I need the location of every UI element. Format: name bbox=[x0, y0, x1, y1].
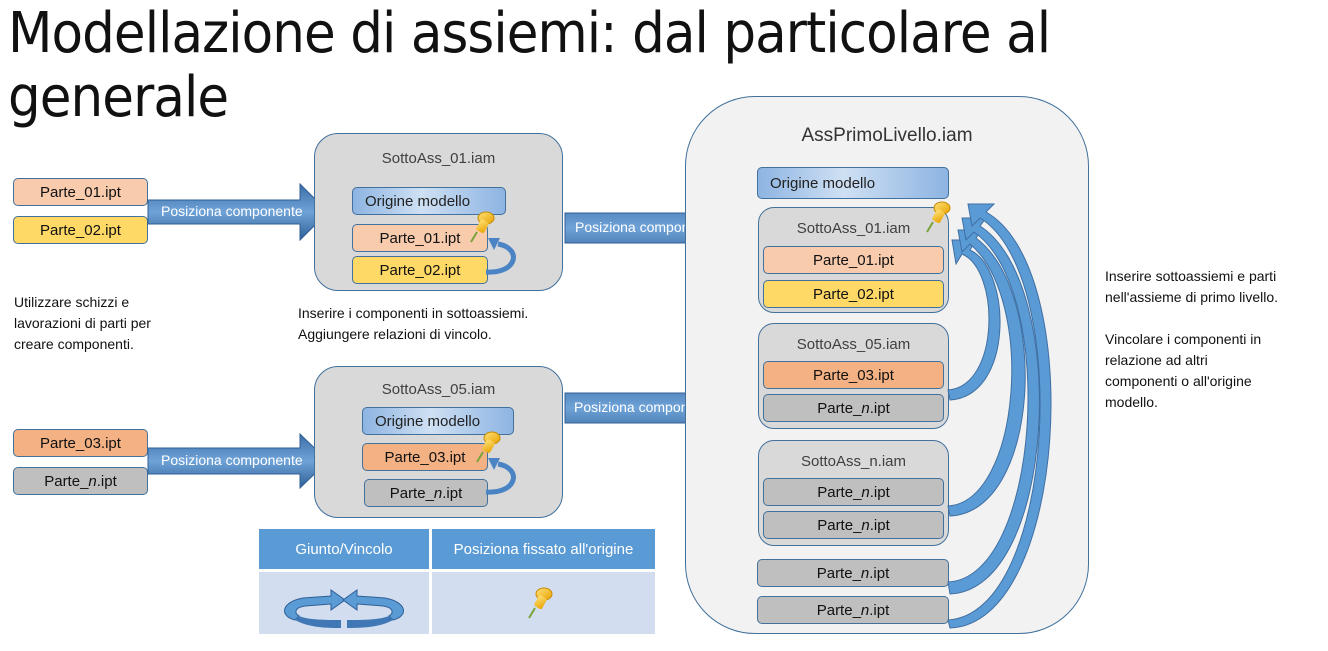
part-index: n bbox=[861, 399, 870, 417]
part-prefix: Parte_ bbox=[816, 564, 861, 582]
part-label: Parte_03.ipt bbox=[813, 366, 894, 384]
caption-line: modello. bbox=[1105, 394, 1158, 410]
part-suffix: .ipt bbox=[869, 601, 890, 619]
page-title: Modellazione di assiemi: dal particolare… bbox=[8, 1, 1051, 130]
arrow-label: Posiziona componente bbox=[161, 203, 303, 219]
pushpin-icon bbox=[926, 201, 951, 233]
caption-create-parts: Utilizzare schizzi e lavorazioni di part… bbox=[14, 292, 151, 355]
part-label: Parte_n.ipt bbox=[44, 473, 117, 490]
part-label: Parte_01.ipt bbox=[379, 229, 461, 247]
top-subn-part-n-2: Parte_n.ipt bbox=[763, 511, 944, 539]
part-prefix: Parte_ bbox=[44, 472, 89, 490]
subassembly-title: SottoAss_05.iam bbox=[381, 381, 496, 398]
caption-line: Inserire i componenti in sottoassiemi. bbox=[298, 305, 529, 321]
legend-header-grounded: Posiziona fissato all'origine bbox=[432, 529, 655, 569]
caption-line: componenti o all'origine bbox=[1105, 373, 1252, 389]
part-suffix: .ipt bbox=[869, 564, 890, 582]
origin-label: Origine modello bbox=[375, 412, 481, 430]
part-prefix: Parte_ bbox=[817, 483, 862, 501]
part-01-source: Parte_01.ipt bbox=[13, 178, 148, 206]
top-sub5-part-03: Parte_03.ipt bbox=[763, 361, 944, 389]
top-subn-part-n-1: Parte_n.ipt bbox=[763, 478, 944, 506]
caption-top-level: Inserire sottoassiemi e parti nell'assie… bbox=[1105, 266, 1278, 413]
legend-cell-grounded bbox=[432, 572, 655, 634]
part-index: n bbox=[860, 601, 870, 619]
subassembly-title: SottoAss_01.iam bbox=[381, 150, 496, 167]
part-label: Parte_03.ipt bbox=[40, 434, 121, 452]
legend-cell-constraint bbox=[259, 572, 429, 634]
constraint-loop-arrow-icon bbox=[485, 458, 516, 495]
part-label: Parte_n.ipt bbox=[390, 485, 463, 502]
part-label: Parte_n.ipt bbox=[817, 517, 890, 534]
top-level-title: AssPrimoLivello.iam bbox=[801, 125, 973, 146]
pushpin-icon bbox=[528, 587, 553, 619]
part-index: n bbox=[860, 564, 870, 582]
part-prefix: Parte_ bbox=[817, 516, 862, 534]
caption-subassemblies: Inserire i componenti in sottoassiemi. A… bbox=[298, 303, 528, 345]
part-suffix: .ipt bbox=[96, 472, 117, 490]
part-index: n bbox=[88, 472, 97, 490]
caption-line: Utilizzare schizzi e bbox=[14, 294, 130, 310]
origin-label: Origine modello bbox=[770, 174, 876, 192]
part-index: n bbox=[861, 483, 870, 501]
pushpin-icon bbox=[476, 431, 501, 463]
sub1-part-01: Parte_01.ipt bbox=[352, 224, 488, 252]
caption-line: Inserire sottoassiemi e parti bbox=[1105, 268, 1277, 284]
part-03-source: Parte_03.ipt bbox=[13, 429, 148, 457]
subassembly-title: SottoAss_05.iam bbox=[796, 336, 911, 353]
sub5-part-03: Parte_03.ipt bbox=[362, 443, 488, 471]
part-label: Parte_01.ipt bbox=[813, 251, 894, 269]
caption-line: nell'assieme di primo livello. bbox=[1105, 289, 1279, 305]
sub5-part-n: Parte_n.ipt bbox=[364, 479, 488, 507]
constraint-loop-arrow-icon bbox=[485, 238, 516, 275]
part-n-source: Parte_n.ipt bbox=[13, 467, 148, 495]
part-prefix: Parte_ bbox=[389, 484, 434, 502]
part-label: Parte_n.ipt bbox=[817, 484, 890, 501]
part-label: Parte_n.ipt bbox=[817, 602, 890, 619]
part-index: n bbox=[433, 484, 443, 502]
origin-label: Origine modello bbox=[365, 192, 471, 210]
caption-line: Vincolare i componenti in bbox=[1105, 331, 1262, 347]
part-label: Parte_02.ipt bbox=[813, 285, 894, 303]
caption-line: Aggiungere relazioni di vincolo. bbox=[298, 326, 492, 342]
subassembly-title: SottoAss_01.iam bbox=[796, 220, 911, 237]
caption-line: creare componenti. bbox=[14, 336, 134, 352]
subassembly-title: SottoAss_n.iam bbox=[800, 453, 907, 470]
part-label: Parte_n.ipt bbox=[817, 400, 890, 417]
arrow-label: Posiziona componente bbox=[161, 452, 303, 468]
top-sub5-part-n: Parte_n.ipt bbox=[763, 394, 944, 422]
part-prefix: Parte_ bbox=[816, 601, 861, 619]
top-part-n-2: Parte_n.ipt bbox=[757, 596, 949, 624]
caption-line: relazione ad altri bbox=[1105, 352, 1208, 368]
part-suffix: .ipt bbox=[869, 399, 890, 417]
arrow-label: Posiziona componente bbox=[575, 219, 717, 235]
top-part-n-1: Parte_n.ipt bbox=[757, 559, 949, 587]
part-label: Parte_02.ipt bbox=[40, 221, 121, 239]
constraint-arrows bbox=[947, 203, 1052, 629]
part-label: Parte_01.ipt bbox=[40, 183, 121, 201]
top-sub1-part-02: Parte_02.ipt bbox=[763, 280, 944, 308]
part-prefix: Parte_ bbox=[817, 399, 862, 417]
pushpin-icon bbox=[470, 211, 495, 243]
constraint-arrows-icon bbox=[284, 589, 404, 628]
sub1-part-02: Parte_02.ipt bbox=[352, 256, 488, 284]
part-label: Parte_n.ipt bbox=[817, 565, 890, 582]
part-suffix: .ipt bbox=[442, 484, 463, 502]
part-label: Parte_03.ipt bbox=[384, 448, 466, 466]
curved-arrow-4 bbox=[947, 203, 1052, 629]
top-sub1-part-01: Parte_01.ipt bbox=[763, 246, 944, 274]
origin-model: Origine modello bbox=[362, 407, 514, 435]
top-origin-model: Origine modello bbox=[757, 167, 949, 199]
caption-line: lavorazioni di parti per bbox=[14, 315, 151, 331]
legend-header-constraint: Giunto/Vincolo bbox=[259, 529, 429, 569]
part-label: Parte_02.ipt bbox=[379, 261, 461, 279]
part-index: n bbox=[861, 516, 870, 534]
part-02-source: Parte_02.ipt bbox=[13, 216, 148, 244]
part-suffix: .ipt bbox=[869, 483, 890, 501]
legend-table: Giunto/Vincolo Posiziona fissato all'ori… bbox=[259, 529, 655, 634]
arrow-label: Posiziona componente bbox=[574, 399, 716, 415]
origin-model: Origine modello bbox=[352, 187, 506, 215]
part-suffix: .ipt bbox=[869, 516, 890, 534]
